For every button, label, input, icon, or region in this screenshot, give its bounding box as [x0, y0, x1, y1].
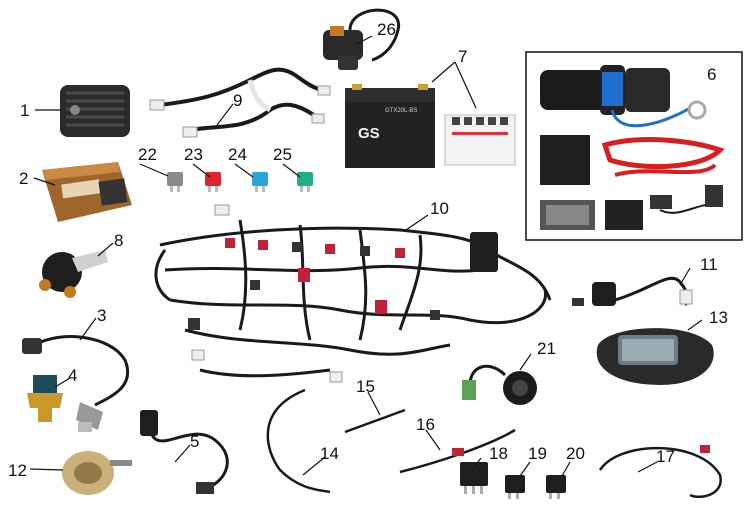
- callout-25: 25: [273, 145, 292, 164]
- callout-4: 4: [68, 366, 77, 385]
- callout-21: 21: [537, 339, 556, 358]
- callout-9: 9: [233, 91, 242, 110]
- callout-1: 1: [20, 101, 29, 120]
- callout-numbers: 1 2 8 3 4 5 12 9 22 23 24 25 26 7 6 10 1…: [8, 20, 728, 480]
- part-14-wire: [266, 388, 331, 494]
- callout-2: 2: [19, 169, 28, 188]
- callout-23: 23: [184, 145, 203, 164]
- part-22-fuse: [167, 172, 183, 192]
- part-24-fuse: [252, 172, 268, 192]
- part-5-sensor: [140, 410, 229, 494]
- callout-24: 24: [228, 145, 247, 164]
- callout-8: 8: [114, 231, 123, 250]
- part-9-harness: [149, 67, 331, 138]
- part-3-sensor: [22, 335, 130, 432]
- callout-12: 12: [8, 461, 27, 480]
- part-7-battery: GS GTX20L-BS: [345, 84, 516, 168]
- part-6-winch-kit: [525, 51, 743, 241]
- part-11-ignition-switch: [572, 276, 693, 307]
- callout-19: 19: [528, 444, 547, 463]
- callout-5: 5: [190, 432, 199, 451]
- part-1-regulator: [60, 85, 130, 137]
- battery-model: GTX20L-BS: [385, 108, 417, 114]
- callout-6: 6: [707, 65, 716, 84]
- part-16-wire: [399, 428, 516, 474]
- callout-leaders: [29, 35, 703, 477]
- part-10-main-harness: [154, 219, 552, 378]
- callout-13: 13: [709, 308, 728, 327]
- part-18-relay: [460, 462, 488, 494]
- part-25-fuse: [297, 172, 313, 192]
- part-10-connectors: [188, 204, 498, 383]
- part-15-wire: [344, 408, 406, 434]
- callout-20: 20: [566, 444, 585, 463]
- callout-15: 15: [356, 377, 375, 396]
- callout-10: 10: [430, 199, 449, 218]
- callout-11: 11: [700, 255, 718, 274]
- battery-brand: GS: [358, 125, 380, 142]
- callout-17: 17: [656, 447, 675, 466]
- part-8-switch: [39, 250, 108, 298]
- callout-7: 7: [458, 47, 467, 66]
- part-20-relay: [546, 475, 566, 499]
- callout-16: 16: [416, 415, 435, 434]
- part-13-meter: [596, 328, 714, 385]
- callout-22: 22: [138, 145, 157, 164]
- part-21-socket: [462, 364, 537, 405]
- callout-26: 26: [377, 20, 396, 39]
- callout-14: 14: [320, 444, 339, 463]
- part-17-wire: [598, 445, 722, 499]
- part-2-ecu: [42, 162, 132, 222]
- callout-18: 18: [489, 444, 508, 463]
- part-26-connector: [323, 8, 400, 70]
- callout-3: 3: [97, 306, 106, 325]
- part-19-relay: [505, 475, 525, 499]
- part-4-sender: [27, 375, 63, 422]
- part-12-horn: [62, 451, 132, 495]
